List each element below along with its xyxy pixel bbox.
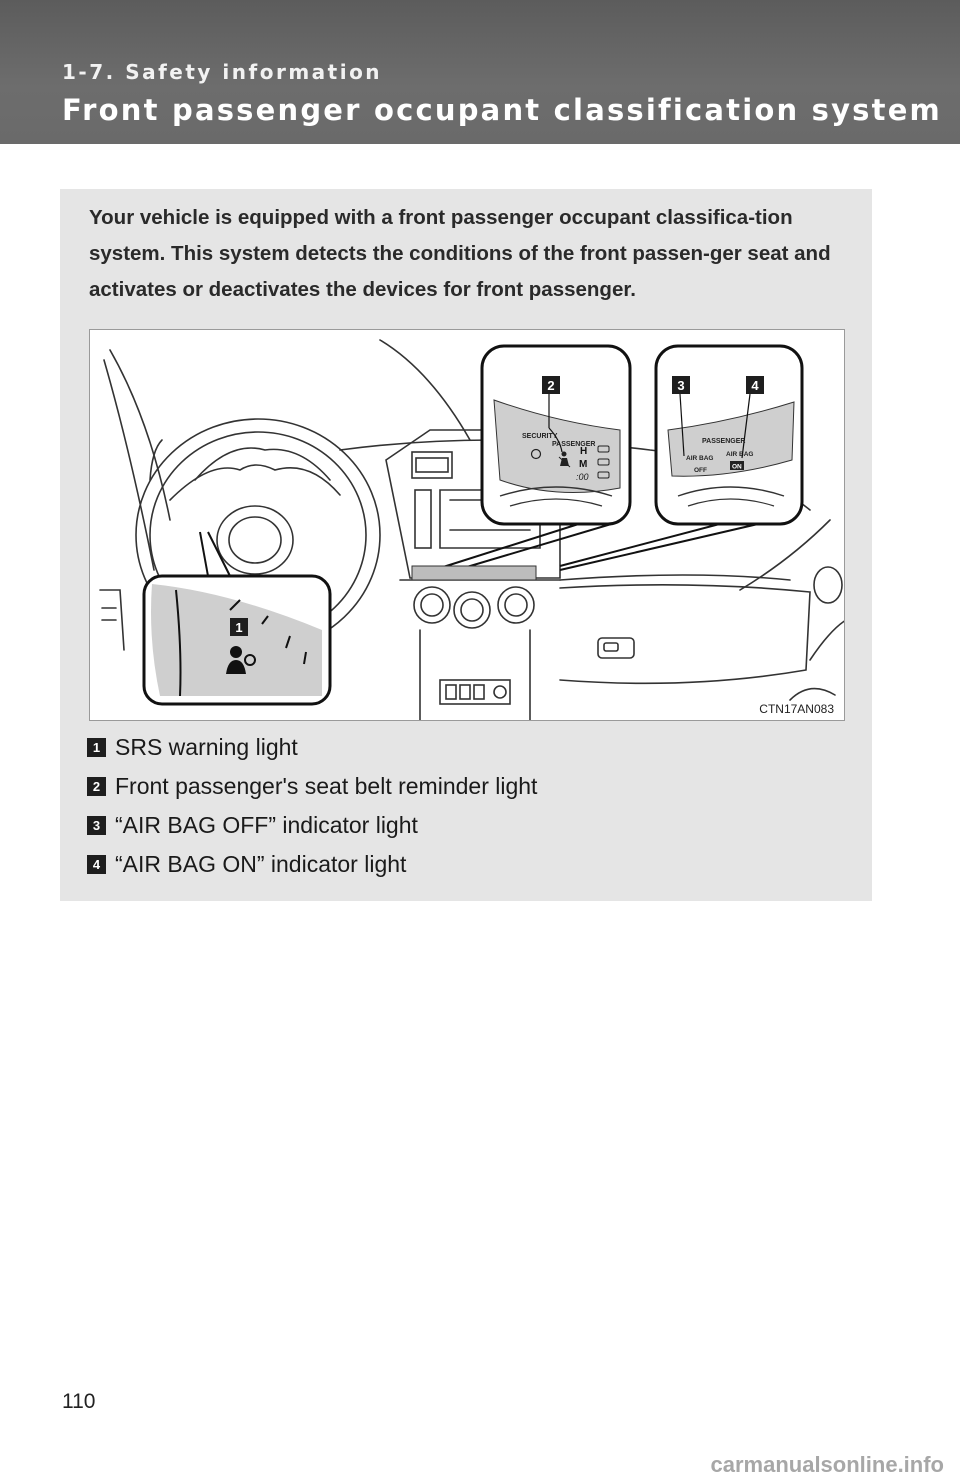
legend-text: Front passenger's seat belt reminder lig…	[115, 773, 538, 799]
dashboard-drawing: SECURITY PASSENGER H M :00 PASSENGER	[99, 339, 844, 720]
intro-paragraph: Your vehicle is equipped with a front pa…	[89, 206, 831, 301]
legend-list: 1 SRS warning light 2 Front passenger's …	[87, 728, 537, 884]
legend-text: SRS warning light	[115, 734, 298, 760]
page-title: Front passenger occupant classification …	[62, 93, 942, 127]
callout-1: 1	[235, 620, 242, 635]
legend-badge: 2	[87, 777, 106, 796]
page-header: 1-7. Safety information Front passenger …	[0, 0, 960, 144]
legend-badge: 1	[87, 738, 106, 757]
clock-label: :00	[576, 472, 589, 482]
callout-4: 4	[751, 378, 759, 393]
legend-item: 3 “AIR BAG OFF” indicator light	[87, 806, 537, 845]
legend-item: 4 “AIR BAG ON” indicator light	[87, 845, 537, 884]
figure-code: CTN17AN083	[759, 702, 834, 716]
seatbelt-reminder-icon	[558, 451, 571, 468]
on-label: ON	[732, 464, 742, 471]
srs-airbag-icon	[226, 646, 256, 674]
security-label: SECURITY	[522, 433, 558, 440]
page-number: 110	[62, 1390, 96, 1413]
legend-item: 2 Front passenger's seat belt reminder l…	[87, 767, 537, 806]
dashboard-illustration: SECURITY PASSENGER H M :00 PASSENGER	[89, 329, 845, 721]
legend-item: 1 SRS warning light	[87, 728, 537, 767]
h-label: H	[580, 446, 587, 457]
passenger-label: PASSENGER	[552, 441, 595, 448]
watermark: carmanualsonline.info	[710, 1452, 945, 1477]
air-bag-on-label: AIR BAG	[726, 451, 753, 458]
callout-3: 3	[677, 378, 684, 393]
legend-text: “AIR BAG ON” indicator light	[115, 851, 407, 877]
section-label: 1-7. Safety information	[62, 60, 383, 84]
legend-text: “AIR BAG OFF” indicator light	[115, 812, 418, 838]
legend-badge: 4	[87, 855, 106, 874]
legend-badge: 3	[87, 816, 106, 835]
air-bag-off-label: AIR BAG	[686, 455, 713, 462]
off-label: OFF	[694, 467, 707, 474]
callout-2: 2	[547, 378, 554, 393]
m-label: M	[579, 459, 587, 470]
right-passenger-label: PASSENGER	[702, 438, 745, 445]
